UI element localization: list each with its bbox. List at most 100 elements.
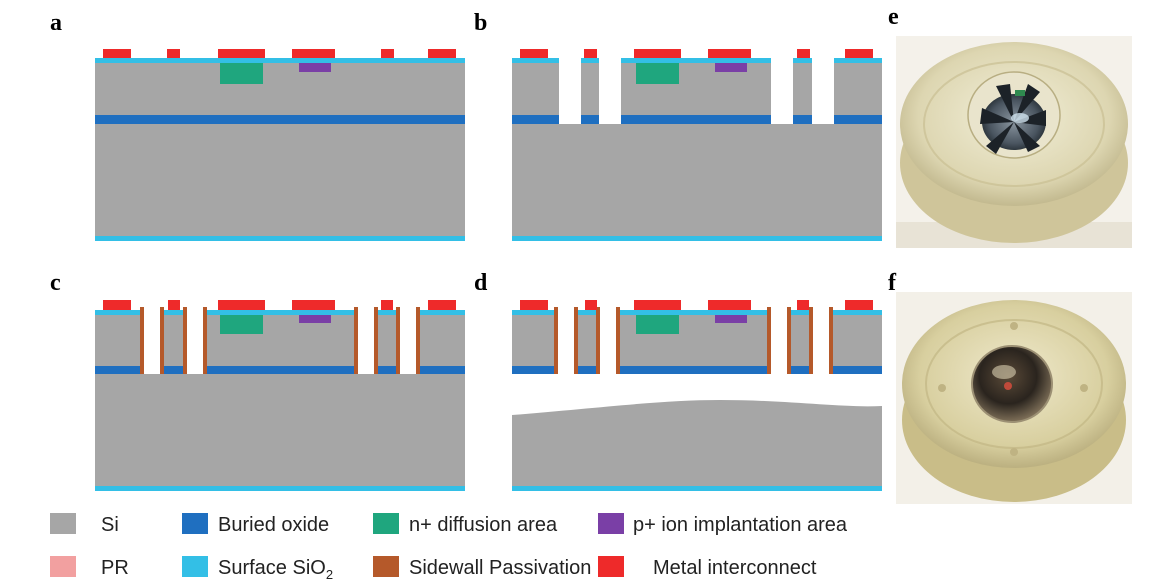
sidewall-passivation-film — [554, 307, 558, 374]
p-implant-region — [299, 315, 331, 323]
lens-dome — [971, 345, 1053, 423]
metal-pad — [381, 300, 393, 310]
metal-pad — [168, 300, 180, 310]
trench — [559, 55, 581, 124]
sidewall-passivation-film — [183, 307, 187, 374]
sidewall-passivation-film — [140, 307, 144, 374]
panel-label-c: c — [50, 270, 61, 296]
p-implant-region — [715, 63, 747, 72]
metal-interconnects — [520, 49, 873, 58]
bottom-sio2-layer — [95, 236, 465, 241]
si-handle-substrate — [512, 124, 882, 236]
mount-hole — [1080, 384, 1088, 392]
panel-label-d: d — [474, 270, 488, 296]
mount-hole — [1010, 322, 1018, 330]
photo-f — [896, 292, 1132, 504]
p-implant-region — [299, 63, 331, 72]
trench — [358, 307, 374, 374]
metal-pad — [103, 49, 131, 58]
metal-pad — [428, 49, 456, 58]
legend-label-surface-sio2-main: Surface SiO — [218, 557, 326, 579]
si-handle-substrate — [95, 374, 465, 486]
surface-sio2-layer — [95, 58, 465, 63]
trench — [813, 307, 829, 374]
metal-pad — [428, 300, 456, 310]
petal-flap — [1014, 84, 1040, 122]
sidewall-passivation-film — [767, 307, 771, 374]
buried-oxide-layer — [95, 366, 465, 374]
bottom-sio2-layer — [512, 486, 882, 491]
sidewall-passivation — [140, 307, 420, 374]
metal-pad — [797, 300, 809, 310]
panel-label-e: e — [888, 4, 899, 30]
chip-dot — [1004, 382, 1012, 390]
sidewall-passivation-film — [416, 307, 420, 374]
lens-reflection — [992, 365, 1016, 379]
trench — [771, 55, 793, 124]
legend-label-p-implant: p+ ion implantation area — [633, 514, 848, 536]
surface-sio2-layer — [512, 58, 882, 63]
si-handle-substrate — [95, 124, 465, 236]
metal-interconnects — [103, 300, 456, 310]
legend-swatch-surface-sio2 — [182, 556, 208, 577]
legend-label-si: Si — [101, 514, 119, 536]
buried-oxide-layer — [512, 115, 882, 124]
legend-swatch-metal-interconnect — [598, 556, 624, 577]
metal-pad — [292, 300, 335, 310]
legend-swatch-si — [50, 513, 76, 534]
metal-pad — [634, 49, 681, 58]
cross-section-a — [95, 49, 465, 241]
legend-label-n-diffusion: n+ diffusion area — [409, 514, 558, 536]
metal-pad — [292, 49, 335, 58]
trench — [812, 55, 834, 124]
trench — [400, 307, 416, 374]
metal-pad — [708, 300, 751, 310]
petal-flap — [996, 84, 1014, 122]
thinned-si-substrate — [512, 400, 882, 486]
sidewall-passivation-film — [787, 307, 791, 374]
legend-label-buried-oxide: Buried oxide — [218, 514, 329, 536]
photo-e — [896, 36, 1132, 248]
legend-label-surface-sio2-subscript: 2 — [326, 567, 333, 582]
legend-label-surface-sio2: Surface SiO2 — [218, 557, 333, 582]
bottom-sio2-layer — [95, 486, 465, 491]
cross-section-d — [512, 300, 882, 491]
metal-pad — [520, 49, 548, 58]
n-diffusion-region — [220, 315, 263, 334]
metal-pad — [520, 300, 548, 310]
bottom-sio2-layer — [512, 236, 882, 241]
petal-flap — [1014, 122, 1040, 152]
sidewall-passivation-film — [203, 307, 207, 374]
panel-label-f: f — [888, 270, 897, 296]
sidewall-passivation-film — [160, 307, 164, 374]
metal-pad — [167, 49, 180, 58]
legend-swatch-buried-oxide — [182, 513, 208, 534]
metal-pad — [218, 49, 265, 58]
metal-pad — [381, 49, 394, 58]
trench — [144, 307, 160, 374]
sidewall-passivation-film — [374, 307, 378, 374]
trench — [600, 307, 616, 374]
sidewall-passivation — [554, 307, 833, 374]
metal-pad — [845, 49, 873, 58]
n-diffusion-region — [636, 315, 679, 334]
trench — [771, 307, 787, 374]
legend-label-sidewall-passivation: Sidewall Passivation — [409, 557, 591, 579]
n-diffusion-region — [636, 63, 679, 84]
surface-sio2-layer — [512, 310, 882, 315]
legend-swatch-p-implant — [598, 513, 624, 534]
legend-swatch-pr — [50, 556, 76, 577]
legend-swatch-sidewall-passivation — [373, 556, 399, 577]
sidewall-passivation-film — [354, 307, 358, 374]
metal-pad — [103, 300, 131, 310]
sidewall-passivation-film — [829, 307, 833, 374]
p-implant-region — [715, 315, 747, 323]
buried-oxide-layer — [512, 366, 882, 374]
resin-puck-rim — [923, 61, 1105, 187]
mount-hole — [1010, 448, 1018, 456]
petal-flap — [986, 122, 1014, 154]
legend-label-metal-interconnect: Metal interconnect — [653, 557, 817, 579]
metal-pad — [585, 300, 597, 310]
metal-pad — [218, 300, 265, 310]
